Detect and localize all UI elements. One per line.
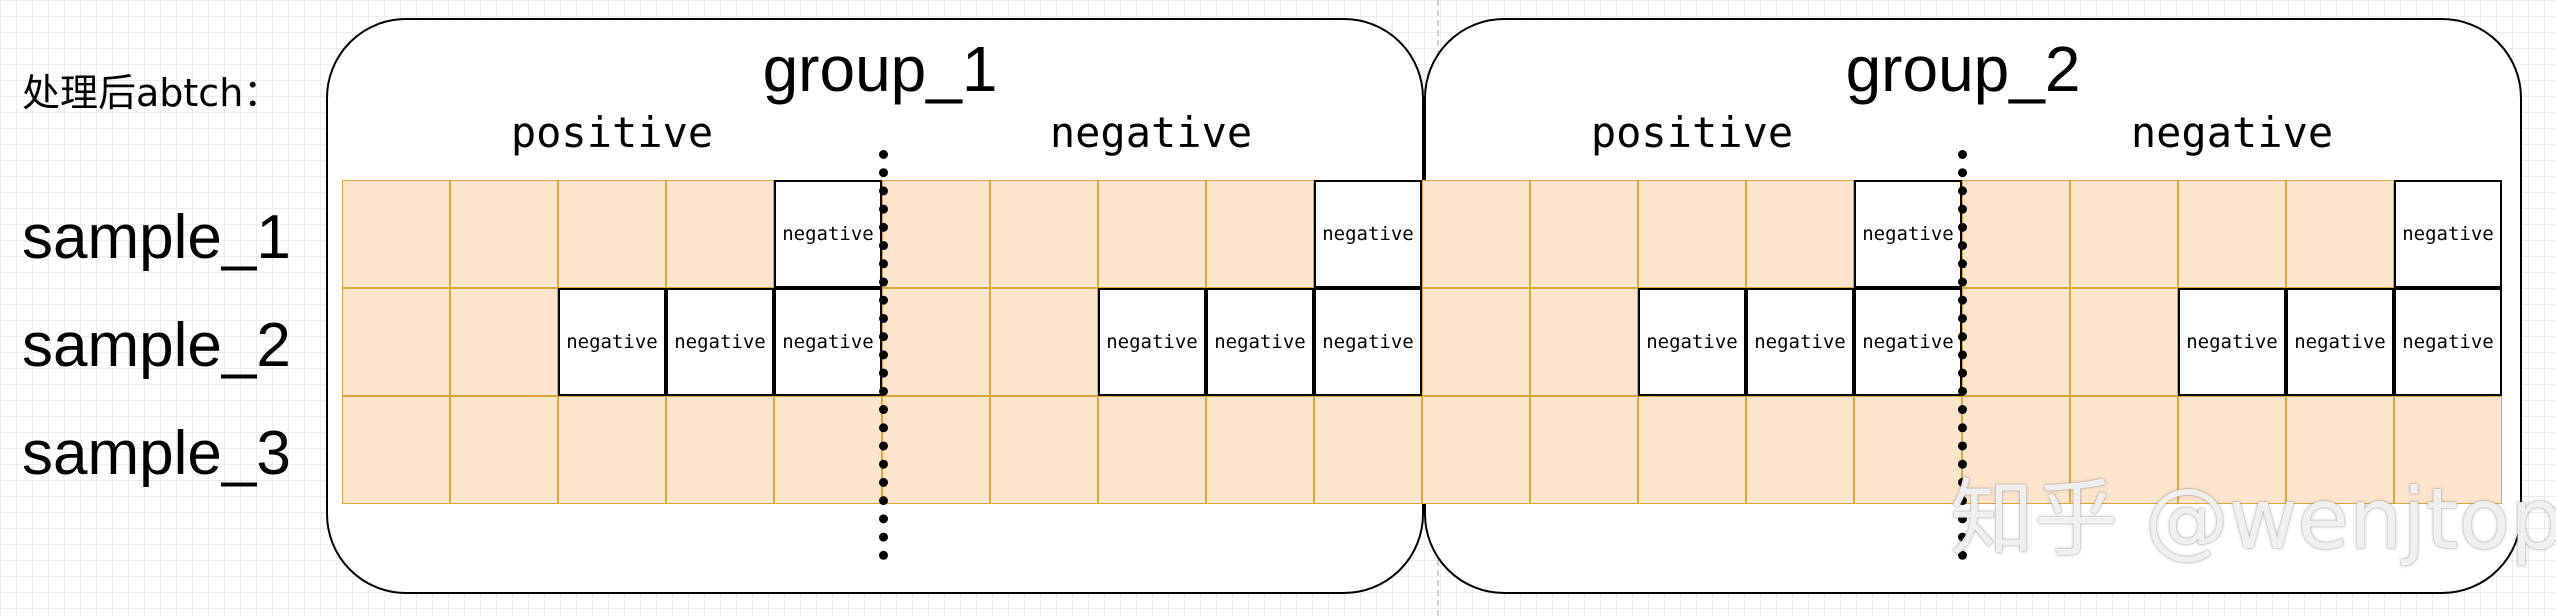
group-1-negative-label: negative [1049,108,1253,157]
grid-cell [1854,396,1962,504]
grid-cell [882,288,990,396]
grid-cell [1530,288,1638,396]
batch-heading: 处理后abtch： [22,71,282,115]
grid-cell [2070,180,2178,288]
grid-cell [2286,396,2394,504]
negative-cell: negative [666,288,774,396]
grid-cell [1746,396,1854,504]
grid-cell [1530,396,1638,504]
grid-cell [666,180,774,288]
grid-cell [1746,180,1854,288]
negative-cell: negative [1206,288,1314,396]
grid-cell [774,396,882,504]
zhihu-watermark: 知乎 @wenjtop [1950,470,2556,568]
grid-cell [450,396,558,504]
grid-cell [990,396,1098,504]
row-label-sample-1: sample_1 [22,203,291,272]
grid-cell [342,288,450,396]
group-1-section-divider [879,150,888,560]
grid-cell [882,180,990,288]
group-1-title: group_1 [762,33,998,105]
negative-cell: negative [2394,180,2502,288]
grid-cell [1422,396,1530,504]
grid-cell [1962,180,2070,288]
grid-cell [558,396,666,504]
grid-cell [342,180,450,288]
negative-cell: negative [1638,288,1746,396]
group-2-negative-label: negative [2130,108,2334,157]
grid-cell [450,180,558,288]
negative-cell: negative [558,288,666,396]
grid-cell [2070,288,2178,396]
grid-cell [1962,396,2070,504]
grid-cell [1422,288,1530,396]
grid-cell [2394,396,2502,504]
negative-cell: negative [2286,288,2394,396]
row-label-sample-3: sample_3 [22,419,291,488]
grid-cell [342,396,450,504]
grid-cell [1638,180,1746,288]
grid-cell [1314,396,1422,504]
negative-cell: negative [1854,180,1962,288]
grid-cell [2286,180,2394,288]
grid-cell [2070,396,2178,504]
grid-cell [450,288,558,396]
grid-cell [2178,180,2286,288]
negative-cell: negative [1854,288,1962,396]
grid-cell [1098,180,1206,288]
negative-cell: negative [774,288,882,396]
negative-cell: negative [774,180,882,288]
negative-cell: negative [2394,288,2502,396]
negative-cell: negative [1746,288,1854,396]
group-2-positive-label: positive [1590,108,1794,157]
grid-cell [2178,396,2286,504]
grid-cell [558,180,666,288]
grid-cell [1638,396,1746,504]
grid-cell [1098,396,1206,504]
grid-cell [990,288,1098,396]
grid-cell [1206,180,1314,288]
grid-cell [666,396,774,504]
negative-cell: negative [1314,180,1422,288]
group-2-title: group_2 [1845,33,2081,105]
negative-cell: negative [1098,288,1206,396]
row-label-sample-2: sample_2 [22,311,291,380]
negative-cell: negative [1314,288,1422,396]
grid-cell [882,396,990,504]
grid-cell [1422,180,1530,288]
grid-cell [1206,396,1314,504]
group-2-section-divider [1958,150,1967,560]
group-1-positive-label: positive [510,108,714,157]
negative-cell: negative [2178,288,2286,396]
grid-cell [990,180,1098,288]
grid-cell [1530,180,1638,288]
grid-cell [1962,288,2070,396]
